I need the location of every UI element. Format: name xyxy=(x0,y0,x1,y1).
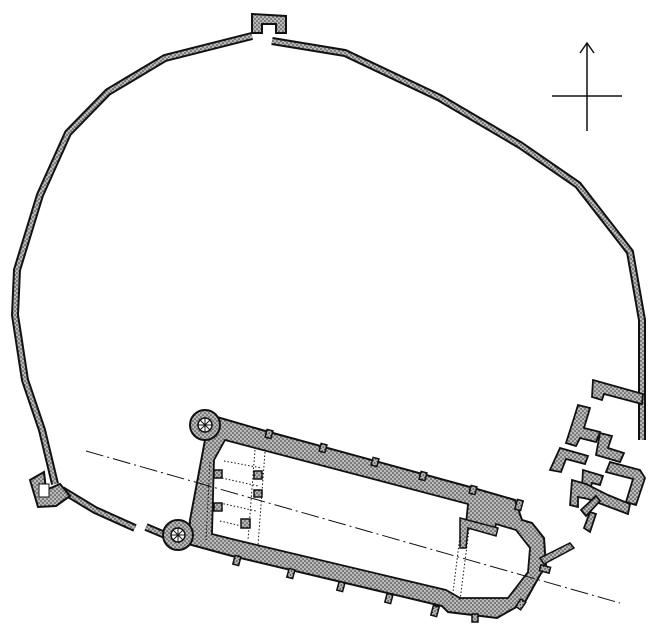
buttresses-north xyxy=(264,428,525,512)
church xyxy=(162,409,576,623)
west-gate-tower xyxy=(28,470,72,509)
spiral-stair-icon xyxy=(162,519,194,551)
spiral-stair-icon xyxy=(189,409,221,441)
east-buildings xyxy=(548,378,646,534)
piers xyxy=(213,469,263,529)
north-arrow-icon xyxy=(552,41,622,131)
church-axis-line xyxy=(85,450,621,604)
curtain-wall xyxy=(10,32,646,539)
north-gate-tower xyxy=(251,12,287,34)
buttresses-south xyxy=(231,554,552,623)
